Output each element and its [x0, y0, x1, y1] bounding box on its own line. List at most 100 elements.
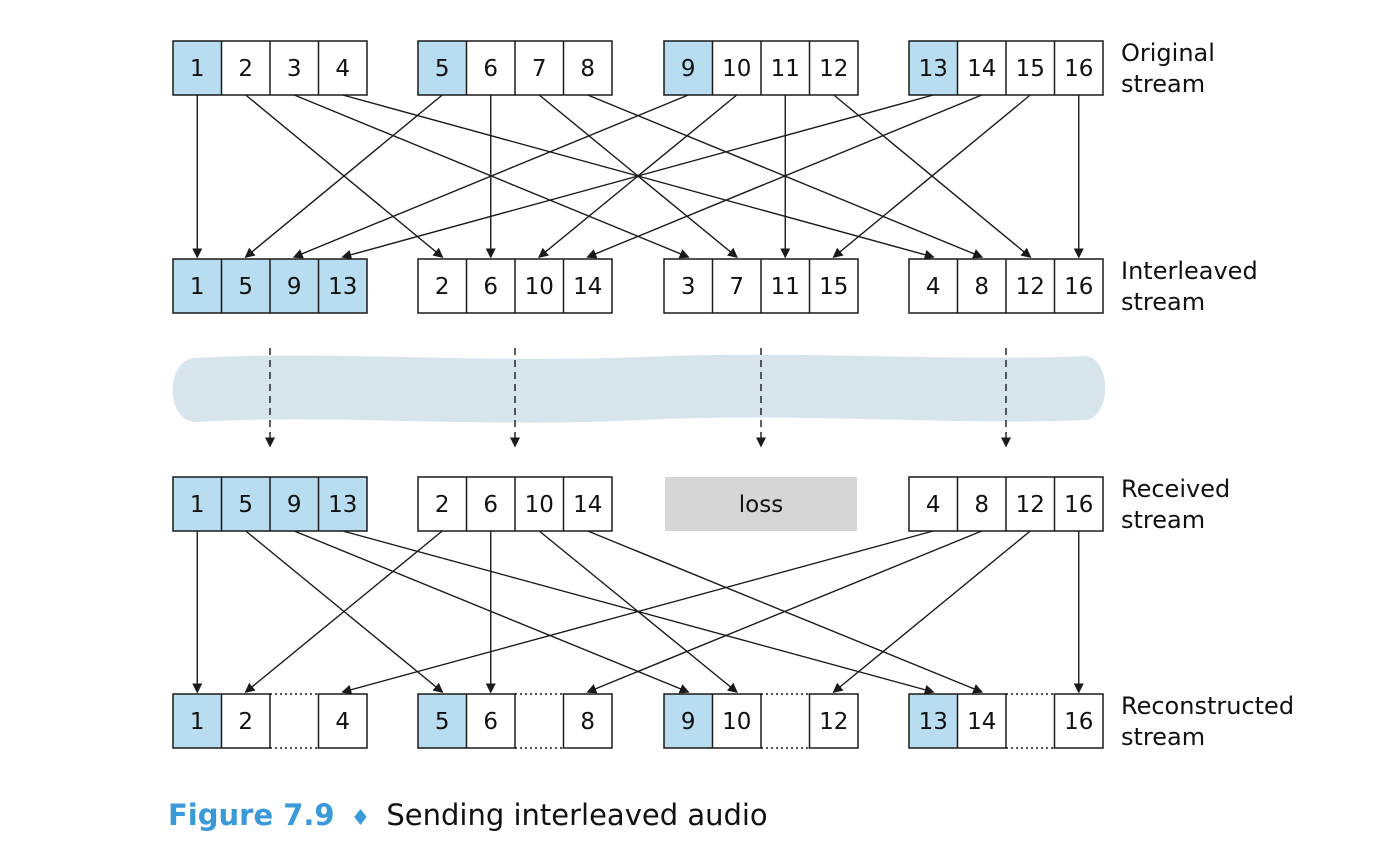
cell-reconstructed-16: 16: [1064, 709, 1093, 735]
cell-interleaved-1: 1: [190, 274, 205, 300]
cell-bg: [909, 694, 958, 748]
cell-bg: [418, 41, 467, 95]
cell-bg: [1006, 259, 1055, 313]
figure-caption: Figure 7.9 ♦ Sending interleaved audio: [168, 798, 768, 832]
cell-interleaved-6: 6: [483, 274, 498, 300]
cell-bg: [761, 259, 810, 313]
row-label-line: stream: [1121, 288, 1205, 316]
cell-original-5: 5: [435, 56, 450, 82]
cell-reconstructed-14: 14: [967, 709, 996, 735]
arrow-original-to-interleaved-5: [244, 94, 443, 258]
arrow-original-to-interleaved-14: [586, 94, 983, 259]
cell-bg: [1054, 694, 1103, 748]
loss-block: [665, 477, 857, 531]
cell-interleaved-5: 5: [238, 274, 253, 300]
arrow-received-to-reconstructed-14: [587, 530, 984, 694]
cell-original-11: 11: [771, 56, 800, 82]
cell-bg: [809, 694, 858, 748]
arrow-received-to-reconstructed-12: [832, 530, 1031, 693]
missing-cell-bg: [1006, 694, 1055, 748]
cell-bg: [563, 259, 612, 313]
row-label-line: stream: [1121, 506, 1205, 534]
cell-original-16: 16: [1064, 56, 1093, 82]
cell-original-14: 14: [967, 56, 996, 82]
cell-received-12: 12: [1016, 492, 1045, 518]
cell-original-6: 6: [483, 56, 498, 82]
cell-bg: [318, 259, 367, 313]
cell-interleaved-16: 16: [1064, 274, 1093, 300]
row-label-reconstructed: Reconstructed stream: [1121, 692, 1294, 751]
row-label-received: Received stream: [1121, 475, 1230, 534]
cell-bg: [466, 694, 515, 748]
row-label-line: Original: [1121, 39, 1215, 67]
loss-label: loss: [739, 492, 783, 518]
arrows-layer: [192, 94, 1084, 695]
cell-bg: [221, 41, 270, 95]
cell-received-13: 13: [328, 492, 357, 518]
cell-bg: [957, 477, 1006, 531]
cell-received-10: 10: [525, 492, 554, 518]
cell-bg: [809, 41, 858, 95]
arrow-received-to-reconstructed-13: [342, 530, 935, 695]
cell-received-16: 16: [1064, 492, 1093, 518]
cell-bg: [466, 41, 515, 95]
cell-bg: [957, 694, 1006, 748]
network-channel: [172, 354, 1106, 423]
figure-number: Figure 7.9: [168, 798, 335, 832]
cell-original-15: 15: [1016, 56, 1045, 82]
cell-bg: [1054, 41, 1103, 95]
arrow-received-to-reconstructed-9: [293, 530, 690, 694]
cell-bg: [909, 41, 958, 95]
cell-reconstructed-6: 6: [483, 709, 498, 735]
cell-interleaved-7: 7: [729, 274, 744, 300]
cell-bg: [957, 41, 1006, 95]
cell-original-9: 9: [681, 56, 696, 82]
cell-original-13: 13: [919, 56, 948, 82]
cell-interleaved-13: 13: [328, 274, 357, 300]
cell-reconstructed-5: 5: [435, 709, 450, 735]
cell-interleaved-15: 15: [819, 274, 848, 300]
cell-original-3: 3: [287, 56, 302, 82]
cell-bg: [418, 477, 467, 531]
row-label-line: Reconstructed: [1121, 692, 1294, 720]
cell-bg: [318, 694, 367, 748]
cell-interleaved-2: 2: [435, 274, 450, 300]
cell-original-7: 7: [532, 56, 547, 82]
cell-bg: [664, 41, 713, 95]
cell-bg: [664, 259, 713, 313]
cell-bg: [221, 477, 270, 531]
cell-original-4: 4: [335, 56, 350, 82]
row-label-line: Received: [1121, 475, 1230, 503]
row-label-line: stream: [1121, 723, 1205, 751]
caption-text: Sending interleaved audio: [386, 798, 767, 832]
cell-bg: [957, 259, 1006, 313]
cell-reconstructed-1: 1: [190, 709, 205, 735]
cell-interleaved-14: 14: [573, 274, 602, 300]
cell-interleaved-8: 8: [974, 274, 989, 300]
cell-interleaved-11: 11: [771, 274, 800, 300]
missing-cell-bg: [515, 694, 564, 748]
cell-received-8: 8: [974, 492, 989, 518]
cell-bg: [418, 259, 467, 313]
cell-bg: [318, 477, 367, 531]
cell-reconstructed-8: 8: [580, 709, 595, 735]
cell-original-2: 2: [238, 56, 253, 82]
cell-original-8: 8: [580, 56, 595, 82]
cell-bg: [270, 41, 319, 95]
arrow-original-to-interleaved-9: [292, 94, 689, 259]
cell-received-6: 6: [483, 492, 498, 518]
cell-bg: [270, 477, 319, 531]
cell-received-9: 9: [287, 492, 302, 518]
missing-cell-bg: [270, 694, 319, 748]
cell-interleaved-12: 12: [1016, 274, 1045, 300]
cell-bg: [712, 41, 761, 95]
cell-received-1: 1: [190, 492, 205, 518]
cell-bg: [712, 259, 761, 313]
cell-bg: [270, 259, 319, 313]
cell-bg: [173, 694, 222, 748]
cell-received-5: 5: [238, 492, 253, 518]
cell-interleaved-4: 4: [926, 274, 941, 300]
cell-bg: [466, 259, 515, 313]
